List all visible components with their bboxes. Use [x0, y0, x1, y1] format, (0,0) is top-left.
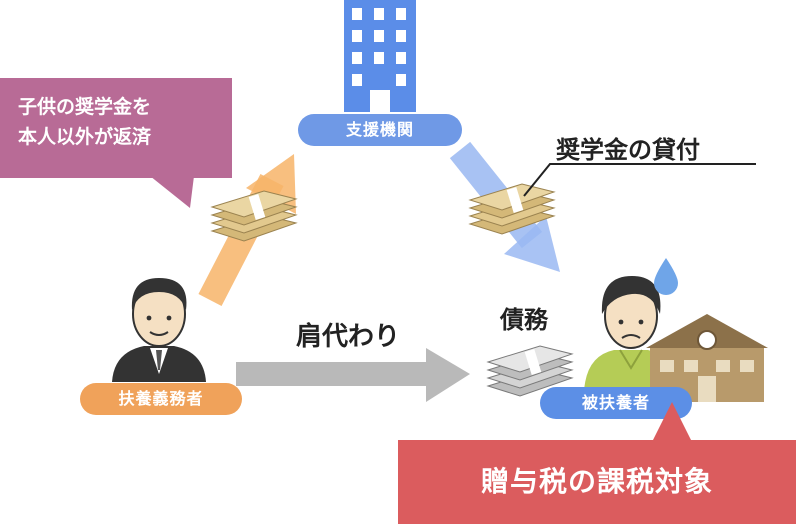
- callout-line-2: 本人以外が返済: [18, 126, 152, 148]
- sweat-drop-icon: [654, 258, 678, 295]
- debt-label: 債務: [500, 306, 548, 334]
- callout-tail: [150, 176, 194, 208]
- loan-label: 奨学金の貸付: [556, 136, 700, 164]
- tax-callout-tail: [652, 402, 692, 442]
- person-icon: [112, 278, 206, 382]
- transfer-arrow: [236, 348, 470, 402]
- school-building-icon: [646, 314, 768, 402]
- transfer-label: 肩代わり: [296, 322, 401, 352]
- institution-label: 支援機関: [298, 114, 462, 146]
- payer-label: 扶養義務者: [80, 383, 242, 415]
- speech-callout: 子供の奨学金を 本人以外が返済: [0, 78, 232, 178]
- money-stack-icon: [486, 345, 574, 397]
- money-stack-icon: [468, 183, 556, 235]
- money-stack-icon: [210, 190, 298, 242]
- loan-leader-line: [523, 163, 756, 197]
- callout-line-1: 子供の奨学金を: [18, 96, 152, 118]
- callout-text: 子供の奨学金を 本人以外が返済: [18, 92, 218, 152]
- office-building-icon: [344, 0, 416, 112]
- tax-callout: 贈与税の課税対象: [398, 440, 796, 524]
